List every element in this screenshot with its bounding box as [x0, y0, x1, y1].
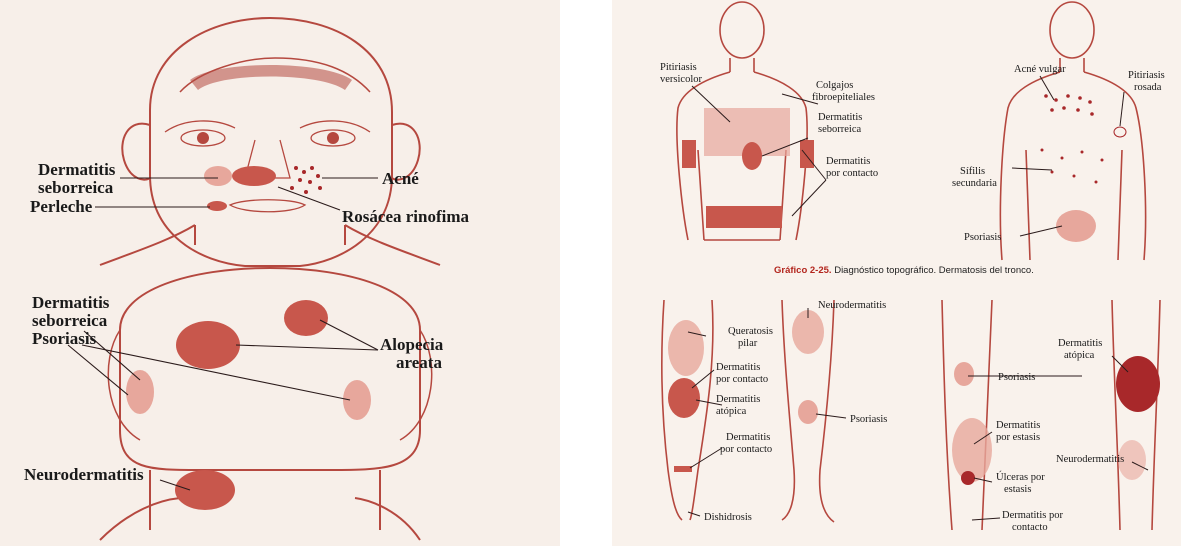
label-rosacea: Rosácea rinofima: [342, 207, 470, 226]
stasis-ulcer: [961, 471, 975, 485]
label-sifilis-2: secundaria: [952, 178, 997, 189]
psoriasis-patch-right: [343, 380, 371, 420]
alopecia-patch-left: [176, 321, 240, 369]
label-dishidrosis: Dishidrosis: [704, 512, 752, 523]
label-sifilis: Sífilis: [960, 166, 985, 177]
label-dermatitis-seborreica-face: Dermatitis: [38, 160, 116, 179]
label-dermatitis-contacto-arm: Dermatitis: [716, 362, 760, 373]
label-dermatitis-atopica-leg-2: atópica: [1064, 350, 1095, 361]
label-psoriasis-leg: Psoriasis: [850, 414, 887, 425]
contact-waist-band: [706, 206, 782, 228]
head-diagram: Dermatitis seborreica Perleche Acné Rosá…: [0, 0, 560, 546]
label-dermatitis-seborreica-trunk-2: seborreica: [818, 124, 861, 135]
psoriasis-knee-back: [954, 362, 974, 386]
neurodermatitis-patch: [175, 470, 235, 510]
label-psoriasis-back: Psoriasis: [964, 232, 1001, 243]
label-psoriasis-scalp: Psoriasis: [32, 329, 97, 348]
caption-prefix: Gráfico 2-25.: [774, 265, 832, 276]
label-dermatitis-contacto-foot-2: contacto: [1012, 522, 1048, 533]
label-dermatitis-seborreica-trunk: Dermatitis: [818, 112, 862, 123]
label-neurodermatitis-leg: Neurodermatitis: [818, 300, 886, 311]
figure-caption: Gráfico 2-25. Diagnóstico topográfico. D…: [774, 265, 1034, 276]
body-diagram-panel: Pitiriasis versicolor Colgajos fibroepit…: [612, 0, 1181, 546]
label-dermatitis-contacto-trunk: Dermatitis: [826, 156, 870, 167]
seborrheic-chest: [742, 142, 762, 170]
label-queratosis-2: pilar: [738, 338, 758, 349]
perleche-lesion: [207, 201, 227, 211]
label-dermatitis-contacto-trunk-2: por contacto: [826, 168, 878, 179]
label-alopecia: Alopecia: [380, 335, 444, 354]
head-diagram-panel: Dermatitis seborreica Perleche Acné Rosá…: [0, 0, 560, 546]
label-psoriasis-leg-back: Psoriasis: [998, 372, 1035, 383]
keratosis-arm: [668, 320, 704, 376]
label-dermatitis-atopica-arm-2: atópica: [716, 406, 747, 417]
caption-text: Diagnóstico topográfico. Dermatosis del …: [832, 265, 1034, 276]
label-pitiriasis-rosada-2: rosada: [1134, 82, 1162, 93]
label-dermatitis-seborreica-scalp-2: seborreica: [32, 311, 108, 330]
label-dermatitis-contacto-foot: Dermatitis por: [1002, 510, 1063, 521]
rhinophyma-lesion: [232, 166, 276, 186]
label-dermatitis-atopica-leg: Dermatitis: [1058, 338, 1102, 349]
label-ulceras-2: estasis: [1004, 484, 1031, 495]
label-pitiriasis-versicolor: Pitiriasis: [660, 62, 697, 73]
label-dermatitis-contacto-hand: Dermatitis: [726, 432, 770, 443]
label-dermatitis-atopica-arm: Dermatitis: [716, 394, 760, 405]
label-dermatitis-estasis-2: por estasis: [996, 432, 1040, 443]
label-pitiriasis-versicolor-2: versicolor: [660, 74, 702, 85]
seborrheic-lesion-face: [204, 166, 232, 186]
label-dermatitis-seborreica-scalp: Dermatitis: [32, 293, 110, 312]
label-dermatitis-seborreica-face-2: seborreica: [38, 178, 114, 197]
psoriasis-knee: [798, 400, 818, 424]
label-acne-vulgar: Acné vulgar: [1014, 64, 1066, 75]
label-neurodermatitis-leg-back: Neurodermatitis: [1056, 454, 1124, 465]
label-areata: areata: [396, 353, 442, 372]
label-colgajos: Colgajos: [816, 80, 853, 91]
contact-arm-right: [800, 140, 814, 168]
label-acne: Acné: [382, 169, 419, 188]
psoriasis-patch-left: [126, 370, 154, 414]
label-dermatitis-contacto-arm-2: por contacto: [716, 374, 768, 385]
contact-arm-left: [682, 140, 696, 168]
label-neurodermatitis-scalp: Neurodermatitis: [24, 465, 144, 484]
label-colgajos-2: fibroepiteliales: [812, 92, 875, 103]
alopecia-patch-right: [284, 300, 328, 336]
label-pitiriasis-rosada: Pitiriasis: [1128, 70, 1165, 81]
label-ulceras: Úlceras por: [996, 471, 1045, 483]
contact-wrist: [674, 466, 692, 472]
atopic-arm: [668, 378, 700, 418]
atopic-popliteal: [1116, 356, 1160, 412]
label-dermatitis-contacto-hand-2: por contacto: [720, 444, 772, 455]
body-diagram: Pitiriasis versicolor Colgajos fibroepit…: [612, 0, 1181, 546]
label-dermatitis-estasis: Dermatitis: [996, 420, 1040, 431]
label-perleche: Perleche: [30, 197, 93, 216]
label-queratosis: Queratosis: [728, 326, 773, 337]
